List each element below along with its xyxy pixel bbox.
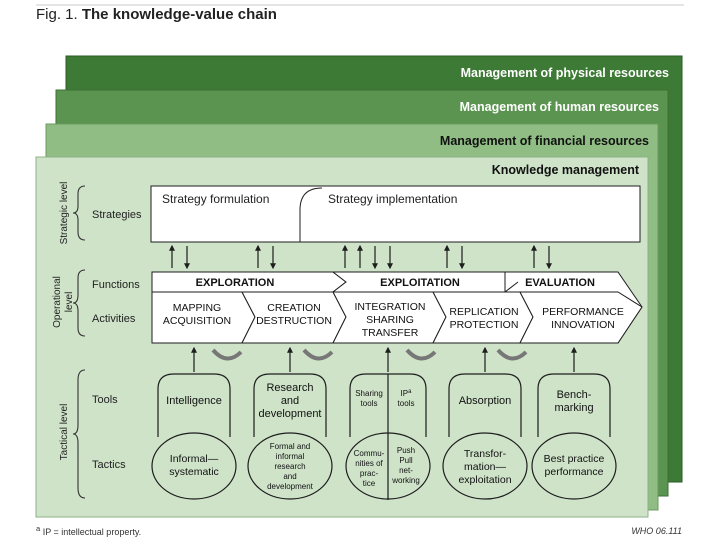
figure-label: Fig. 1. bbox=[36, 6, 78, 23]
strategies-frame bbox=[150, 185, 641, 243]
feedback-loop-3 bbox=[405, 348, 437, 361]
function-exploitation: EXPLOITATION bbox=[380, 277, 460, 289]
strategy-implementation: Strategy implementation bbox=[328, 192, 457, 206]
tool-ip-line-2: tools bbox=[398, 399, 415, 408]
function-evaluation: EVALUATION bbox=[525, 277, 595, 289]
row-label-strategies: Strategies bbox=[92, 209, 142, 221]
tool-shape-intelligence bbox=[157, 373, 231, 437]
tactical-level-label: Tactical level bbox=[59, 404, 70, 461]
tactic-transformation-line-2: mation— bbox=[464, 461, 507, 473]
tactic-formal-line-3: research bbox=[274, 462, 305, 471]
activity-4-line-2: PROTECTION bbox=[450, 319, 519, 331]
tactic-best-line-1: Best practice bbox=[544, 453, 605, 465]
layer-physical-label: Management of physical resources bbox=[461, 66, 669, 80]
feedback-loop-1 bbox=[211, 348, 243, 361]
tool-shape-research bbox=[253, 373, 327, 437]
row-label-tools: Tools bbox=[92, 394, 118, 406]
column-absorption bbox=[442, 373, 528, 500]
footnote-text: IP = intellectual property. bbox=[42, 527, 142, 537]
tool-absorption: Absorption bbox=[459, 395, 512, 407]
tool-ip-line-1: IPa bbox=[401, 389, 413, 398]
tactic-shape-formal bbox=[247, 432, 333, 500]
activity-5-line-2: INNOVATION bbox=[551, 319, 615, 331]
tactic-best-line-2: performance bbox=[545, 466, 604, 478]
strategies-box: Strategy formulation Strategy implementa… bbox=[150, 185, 641, 243]
operational-level-label-2: level bbox=[64, 292, 75, 313]
footnote-mark: a bbox=[36, 524, 41, 533]
tool-research-line-1: Research bbox=[266, 382, 313, 394]
activity-4-line-1: REPLICATION bbox=[449, 306, 518, 318]
brace-strategic bbox=[72, 185, 86, 241]
tactic-communities-line-4: tice bbox=[363, 479, 376, 488]
activity-5-line-1: PERFORMANCE bbox=[542, 306, 624, 318]
tool-benchmarking-line-2: marking bbox=[554, 402, 593, 414]
tactic-communities-line-1: Commu- bbox=[354, 449, 385, 458]
tactic-informal-line-2: systematic bbox=[169, 466, 219, 478]
activity-2-line-2: DESTRUCTION bbox=[256, 315, 332, 327]
activity-chevron-5 bbox=[519, 291, 643, 344]
strategic-level-label: Strategic level bbox=[59, 182, 70, 245]
layer-knowledge-label: Knowledge management bbox=[492, 163, 640, 177]
activity-2-line-1: CREATION bbox=[267, 302, 320, 314]
figure-title: Fig. 1. The knowledge-value chain bbox=[36, 6, 277, 23]
tactic-transformation-line-1: Transfor- bbox=[464, 448, 507, 460]
tool-intelligence: Intelligence bbox=[166, 395, 222, 407]
feedback-loops bbox=[211, 348, 528, 361]
tactic-communities-line-2: nities of bbox=[355, 459, 383, 468]
strategy-function-arrows bbox=[169, 244, 552, 270]
layer-human-label: Management of human resources bbox=[460, 100, 659, 114]
row-label-functions: Functions bbox=[92, 279, 140, 291]
row-label-activities: Activities bbox=[92, 313, 136, 325]
row-label-tactics: Tactics bbox=[92, 459, 126, 471]
tactic-formal-line-1: Formal and bbox=[270, 442, 310, 451]
tactic-push-line-3: net- bbox=[399, 466, 413, 475]
tactic-transformation-line-3: exploitation bbox=[458, 474, 511, 486]
tactic-formal-line-5: development bbox=[267, 482, 314, 491]
operational-level-label-1: Operational bbox=[52, 276, 63, 328]
column-benchmarking bbox=[531, 373, 617, 500]
feedback-loop-4 bbox=[496, 348, 528, 361]
tool-shape-absorption bbox=[448, 373, 522, 437]
footnote: a IP = intellectual property. bbox=[36, 524, 141, 537]
tactic-shape-informal bbox=[151, 432, 237, 500]
tool-sharing-line-2: tools bbox=[361, 399, 378, 408]
brace-operational bbox=[72, 269, 86, 337]
layer-financial-label: Management of financial resources bbox=[440, 134, 649, 148]
tool-activity-arrows bbox=[191, 346, 577, 372]
brace-tactical bbox=[72, 369, 86, 499]
value-chain-band bbox=[151, 271, 643, 344]
column-research bbox=[247, 373, 333, 500]
strategy-formulation: Strategy formulation bbox=[162, 192, 269, 206]
activity-3-line-1: INTEGRATION bbox=[355, 301, 426, 313]
column-sharing-ip bbox=[345, 373, 431, 500]
tactic-shape-transformation bbox=[442, 432, 528, 500]
tactic-push-line-1: Push bbox=[397, 446, 415, 455]
tool-benchmarking-line-1: Bench- bbox=[557, 389, 592, 401]
column-intelligence bbox=[151, 373, 237, 500]
tactic-push-line-4: working bbox=[391, 476, 420, 485]
tool-shape-benchmarking bbox=[537, 373, 611, 437]
strategies-divider bbox=[299, 187, 323, 242]
figure-credit: WHO 06.111 bbox=[631, 526, 682, 536]
tool-ip-footnote-mark: a bbox=[408, 389, 412, 395]
figure-title-text: The knowledge-value chain bbox=[81, 6, 277, 23]
tactic-shape-communities-push bbox=[345, 432, 431, 500]
tactic-informal-line-1: Informal— bbox=[170, 453, 219, 465]
tool-ip-name: IP bbox=[401, 389, 409, 398]
tactic-push-line-2: Pull bbox=[399, 456, 413, 465]
tactic-shape-best-practice bbox=[531, 432, 617, 500]
feedback-loop-2 bbox=[302, 348, 334, 361]
tactic-communities-line-3: prac- bbox=[360, 469, 379, 478]
tactic-formal-line-4: and bbox=[283, 472, 296, 481]
function-exploration: EXPLORATION bbox=[196, 277, 275, 289]
activity-1-line-1: MAPPING bbox=[173, 302, 221, 314]
activity-3-line-3: TRANSFER bbox=[362, 327, 419, 339]
activity-1-line-2: ACQUISITION bbox=[163, 315, 231, 327]
tool-research-line-2: and bbox=[281, 395, 299, 407]
tactic-formal-line-2: informal bbox=[276, 452, 305, 461]
tool-research-line-3: development bbox=[259, 408, 322, 420]
tool-sharing-line-1: Sharing bbox=[355, 389, 383, 398]
activity-3-line-2: SHARING bbox=[366, 314, 414, 326]
